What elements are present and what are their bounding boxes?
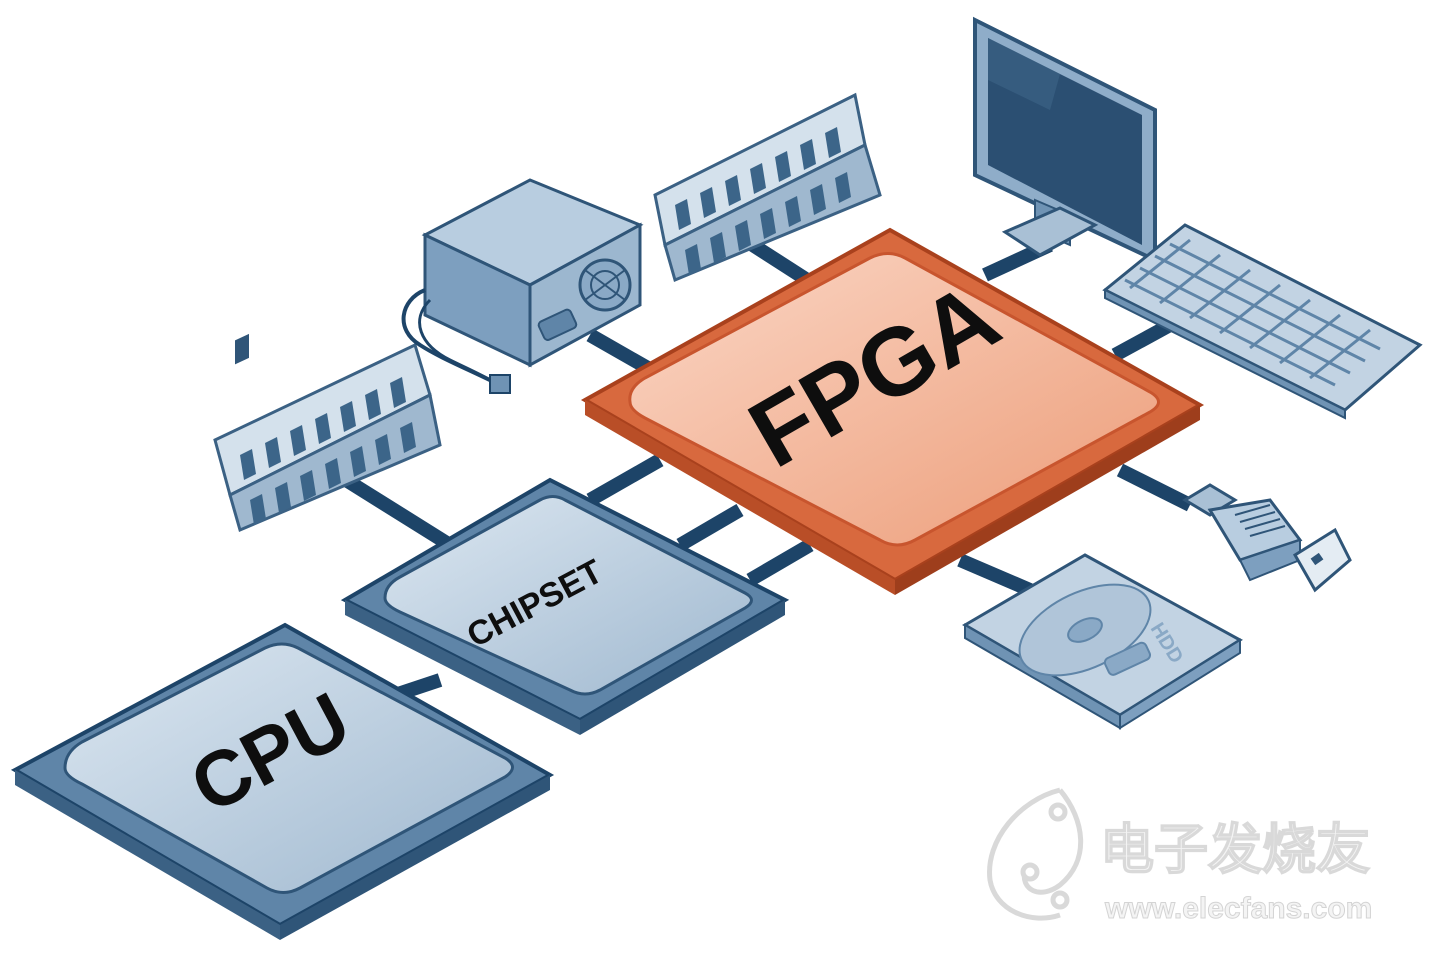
ram-module-icon	[213, 333, 442, 533]
keyboard-icon	[1102, 223, 1423, 420]
bus-chipset-fpga-3	[746, 538, 814, 587]
ram-module-icon	[653, 92, 882, 283]
bus-usb-fpga	[1116, 463, 1194, 512]
watermark: 电子发烧友 www.elecfans.com	[987, 787, 1373, 926]
bus-hdd-fpga	[957, 553, 1033, 597]
bus-keyboard-fpga	[1111, 318, 1174, 362]
power-supply-icon	[401, 178, 644, 394]
watermark-url: www.elecfans.com	[1104, 892, 1372, 925]
cpu-chip: CPU	[10, 622, 555, 940]
chipset-chip: CHIPSET	[340, 477, 790, 735]
bus-chipset-fpga-2	[676, 503, 744, 552]
usb-plug-icon	[1182, 483, 1352, 593]
hard-drive-icon: HDD	[962, 553, 1243, 730]
watermark-logo-icon	[987, 787, 1084, 921]
watermark-brand: 电子发烧友	[1100, 818, 1370, 881]
bus-chipset-fpga-1	[586, 453, 664, 507]
fpga-chip: FPGA	[580, 227, 1205, 595]
monitor-icon	[973, 16, 1157, 264]
